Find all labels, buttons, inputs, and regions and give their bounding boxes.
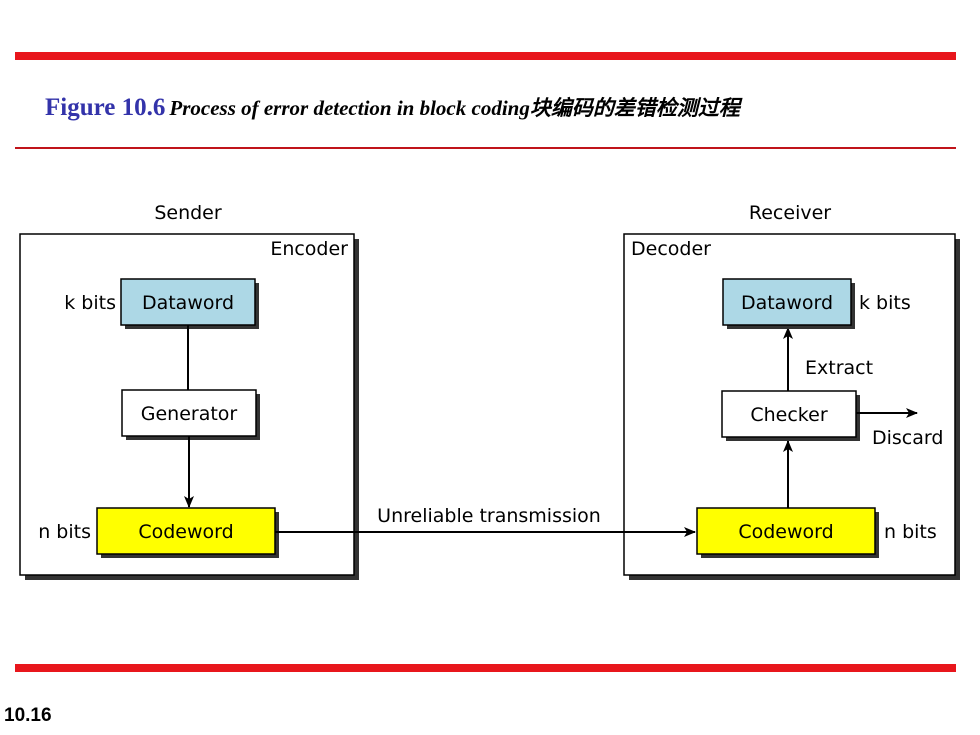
sender-k-bits-label: k bits xyxy=(64,292,116,314)
checker-box xyxy=(721,390,857,438)
extract-label: Extract xyxy=(805,357,873,379)
receiver-n-bits-label: n bits xyxy=(884,521,937,543)
receiver-codeword-box xyxy=(696,507,876,555)
generator-label: Generator xyxy=(141,403,238,425)
unreliable-transmission-label: Unreliable transmission xyxy=(377,505,601,527)
figure-label: Figure 10.6 xyxy=(45,94,166,121)
generator-box xyxy=(121,389,257,437)
bottom-red-rule xyxy=(15,664,956,672)
figure-caption: Process of error detection in block codi… xyxy=(169,96,740,120)
page-number: 10.16 xyxy=(4,705,52,726)
receiver-dataword-box xyxy=(722,278,852,326)
top-red-rule xyxy=(15,52,956,60)
sender-n-bits-label: n bits xyxy=(38,521,91,543)
title-underline xyxy=(15,147,956,149)
receiver-k-bits-label: k bits xyxy=(859,292,911,314)
sender-codeword-label: Codeword xyxy=(138,521,233,543)
sender-heading: Sender xyxy=(154,202,222,224)
sender-codeword-box xyxy=(96,507,276,555)
receiver-dataword-label: Dataword xyxy=(741,292,833,314)
discard-label: Discard xyxy=(872,427,943,449)
figure-title: Figure 10.6 Process of error detection i… xyxy=(45,92,965,122)
sender-dataword-label: Dataword xyxy=(142,292,234,314)
sender-dataword-box xyxy=(120,278,256,326)
encoder-label: Encoder xyxy=(270,238,348,260)
checker-label: Checker xyxy=(750,404,827,426)
receiver-codeword-label: Codeword xyxy=(738,521,833,543)
decoder-label: Decoder xyxy=(631,238,711,260)
receiver-heading: Receiver xyxy=(749,202,831,224)
